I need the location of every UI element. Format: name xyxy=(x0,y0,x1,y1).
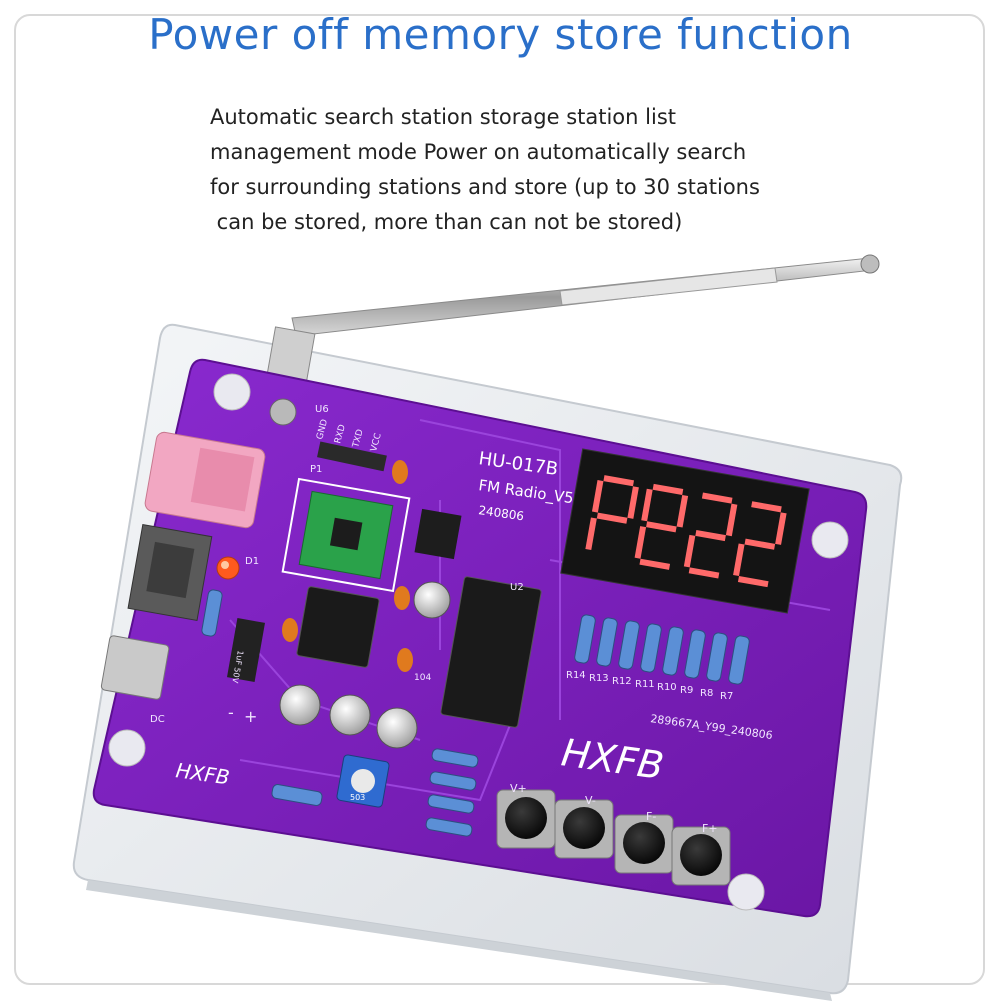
label-r13: R13 xyxy=(589,673,609,684)
seven-segment-display xyxy=(560,448,810,614)
description-line-3: for surrounding stations and store (up t… xyxy=(210,175,760,199)
resistors-left xyxy=(201,589,479,837)
header-name: P1 xyxy=(310,464,322,475)
description-line-2: management mode Power on automatically s… xyxy=(210,140,747,164)
electrolytic-capacitors: 1uF 50V - + xyxy=(227,581,451,749)
label-f-minus: F- xyxy=(646,810,656,823)
ceramic-capacitors: 104 xyxy=(282,460,431,683)
label-r12: R12 xyxy=(612,676,632,687)
pin-vcc: VCC xyxy=(369,432,384,453)
d1-label: D1 xyxy=(245,556,259,567)
header-label: U6 xyxy=(315,404,329,415)
button-freq-up: F+ xyxy=(671,822,731,886)
led-d1: D1 xyxy=(216,556,259,580)
description-line-4: can be stored, more than can not be stor… xyxy=(210,210,683,234)
polarity-plus: + xyxy=(244,707,257,726)
display-digits xyxy=(585,475,787,588)
label-r11: R11 xyxy=(635,679,655,690)
label-r10: R10 xyxy=(657,682,677,693)
pin-rxd: RXD xyxy=(333,423,348,444)
label-v-minus: V- xyxy=(585,794,596,807)
headline: Power off memory store function xyxy=(148,10,853,59)
resistor-array: R14 R13 R12 R11 R10 R9 R8 R7 289667A_Y99… xyxy=(566,614,773,742)
dc-label: DC xyxy=(150,714,165,725)
label-f-plus: F+ xyxy=(702,822,718,835)
label-r14: R14 xyxy=(566,670,586,681)
button-volume-up: V+ xyxy=(496,782,556,849)
polarity-minus: - xyxy=(228,703,234,722)
cap-104-label: 104 xyxy=(414,673,431,683)
date-code-label: 240806 xyxy=(478,503,525,523)
uart-header: U6 GND RXD TXD VCC P1 xyxy=(310,404,387,475)
control-buttons: V+ V- F- F+ xyxy=(496,782,731,886)
label-v-plus: V+ xyxy=(510,782,527,795)
power-switch xyxy=(127,523,213,622)
usb-dc-jack: DC xyxy=(100,635,170,725)
mcu-ic: U2 xyxy=(440,576,542,728)
audio-jack xyxy=(144,431,266,529)
label-r9: R9 xyxy=(680,685,693,696)
amplifier-ic xyxy=(296,586,380,668)
pot-value: 503 xyxy=(350,793,365,802)
description: Automatic search station storage station… xyxy=(210,100,810,240)
label-r8: R8 xyxy=(700,688,713,699)
fm-module xyxy=(281,477,411,593)
image-border xyxy=(14,14,985,985)
button-volume-down: V- xyxy=(554,794,614,859)
pin-txd: TXD xyxy=(351,428,366,450)
ic-label: U2 xyxy=(510,582,524,593)
button-freq-down: F- xyxy=(614,810,674,874)
voltage-regulator xyxy=(414,508,462,560)
label-r7: R7 xyxy=(720,691,733,702)
description-line-1: Automatic search station storage station… xyxy=(210,105,676,129)
trim-potentiometer: 503 xyxy=(336,754,390,808)
